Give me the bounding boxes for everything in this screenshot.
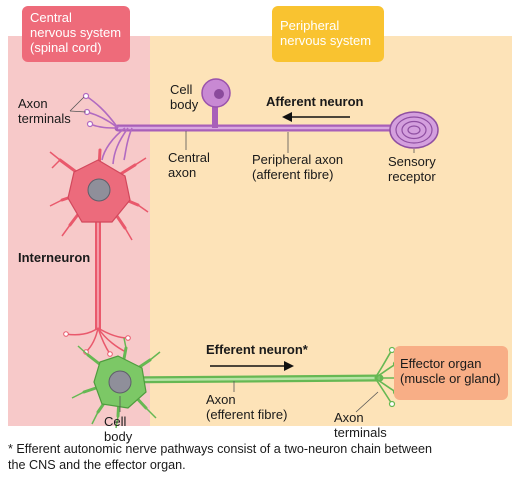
interneuron [49, 148, 149, 357]
axon-efferent-label: Axon (efferent fibre) [206, 392, 288, 422]
peripheral-axon-label: Peripheral axon (afferent fibre) [252, 152, 344, 182]
afferent-arrow [282, 112, 350, 122]
interneuron-label: Interneuron [18, 250, 91, 265]
efferent-neuron [71, 337, 402, 429]
leader-lines [69, 96, 415, 413]
efferent-arrow [210, 361, 294, 371]
efferent-neuron-label: Efferent neuron* [206, 342, 308, 357]
central-axon-label: Central axon [168, 150, 210, 180]
axon-terminals-bottom-label: Axon terminals [334, 410, 387, 440]
sensory-receptor-icon [389, 111, 439, 149]
cell-body-top-label: Cell body [170, 82, 199, 112]
effector-organ-label: Effector organ (muscle or gland) [394, 346, 508, 400]
pns-region-label: Peripheral nervous system [272, 6, 384, 62]
sensory-receptor-label: Sensory receptor [388, 154, 436, 184]
cns-region-label: Central nervous system (spinal cord) [22, 6, 130, 62]
interneuron-nucleus [87, 178, 111, 202]
cell-body-bottom-label: Cell body [104, 414, 133, 444]
axon-terminals-top-label: Axon terminals [18, 96, 71, 126]
footnote: * Efferent autonomic nerve pathways cons… [8, 442, 433, 472]
afferent-neuron [82, 78, 439, 165]
afferent-neuron-label: Afferent neuron [266, 94, 364, 109]
efferent-nucleus [108, 370, 132, 394]
